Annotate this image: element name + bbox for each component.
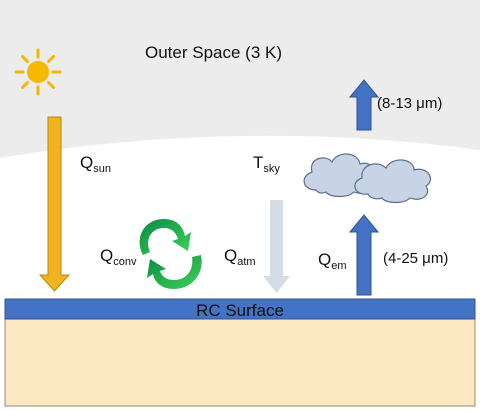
atmospheric-window-band-label: (8-13 μm): [377, 95, 443, 112]
q-sun-label: Qsun: [80, 153, 111, 175]
cloud-icon: [303, 153, 431, 204]
sun-icon: [14, 48, 62, 96]
atmospheric-window-emission-arrow: [348, 79, 380, 131]
rc-surface-layer: [4, 298, 476, 320]
outer-space-region: [0, 0, 480, 158]
atmospheric-radiation-arrow: [263, 200, 290, 293]
convection-cycle-icon: [139, 219, 202, 289]
outer-space-title: Outer Space (3 K): [145, 43, 283, 62]
emission-band-label: (4-25 μm): [383, 250, 449, 267]
substrate: [4, 317, 476, 407]
q-em-label: Qem: [318, 250, 347, 272]
q-atm-label: Qatm: [224, 246, 256, 268]
rc-surface-label: RC Surface: [196, 301, 284, 320]
solar-radiation-arrow: [38, 116, 71, 292]
q-conv-label: Qconv: [100, 246, 137, 268]
surface-emission-arrow: [348, 214, 380, 296]
t-sky-label: Tsky: [253, 153, 280, 175]
